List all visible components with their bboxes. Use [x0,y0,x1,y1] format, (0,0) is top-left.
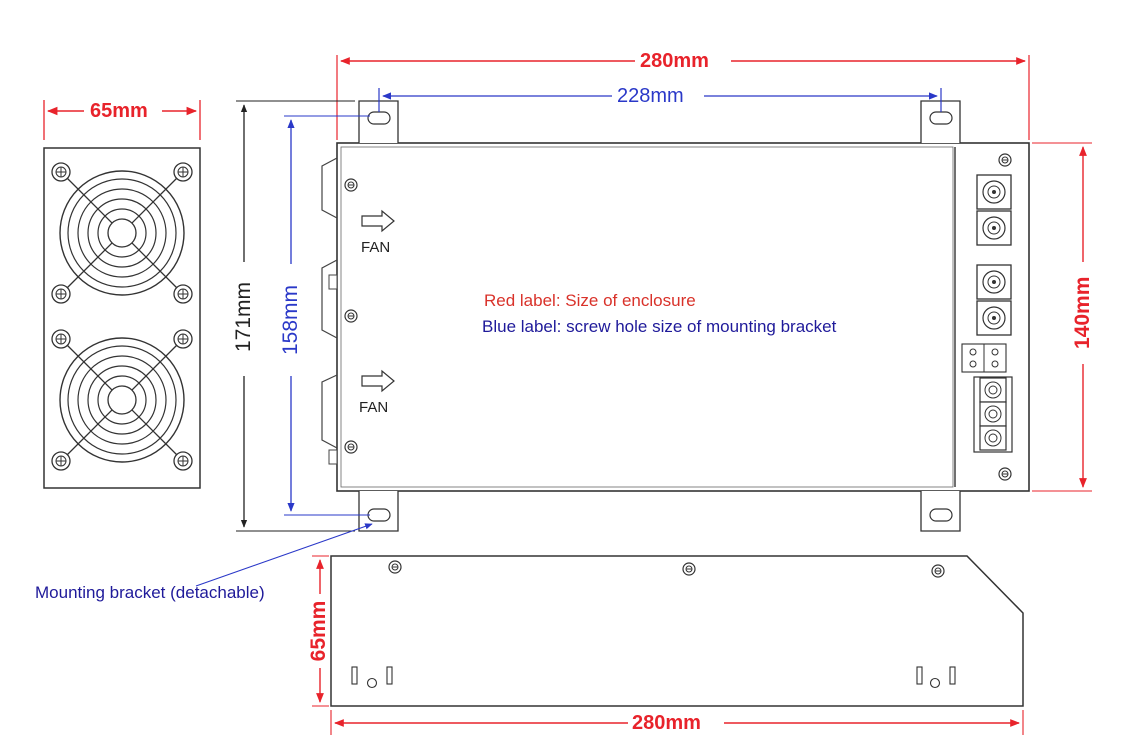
bottom-width-dimension [330,710,1024,735]
fan-top-label: FAN [361,239,391,256]
overall-height-dimension [236,100,355,532]
side-height-dimension [312,555,329,707]
overall-height-label: 171mm [232,281,255,353]
mounting-brackets [358,100,961,532]
legend-blue-text: Blue label: screw hole size of mounting … [482,317,837,336]
fan-panel-width-label: 65mm [90,100,148,122]
hole-spacing-label: 228mm [617,85,684,107]
terminal-panel [961,153,1013,481]
enclosure-height-dimension [1032,142,1092,492]
hole-height-label: 158mm [279,284,302,356]
bracket-callout-leader [195,523,373,587]
legend-red-text: Red label: Size of enclosure [484,291,696,310]
enclosure-height-label: 140mm [1071,276,1094,349]
hole-height-dimension [284,115,370,516]
fan-bottom-label: FAN [359,399,389,416]
side-view [330,555,1024,707]
top-width-dimension [336,55,1030,140]
bottom-width-label: 280mm [632,712,701,734]
side-height-label: 65mm [307,600,330,662]
enclosure-body [321,142,1030,492]
fan-panel-width-dimension [43,100,201,140]
hole-spacing-dimension [378,88,942,112]
bracket-callout-text: Mounting bracket (detachable) [35,583,265,602]
fan-panel [43,147,201,489]
top-width-label: 280mm [640,50,709,72]
